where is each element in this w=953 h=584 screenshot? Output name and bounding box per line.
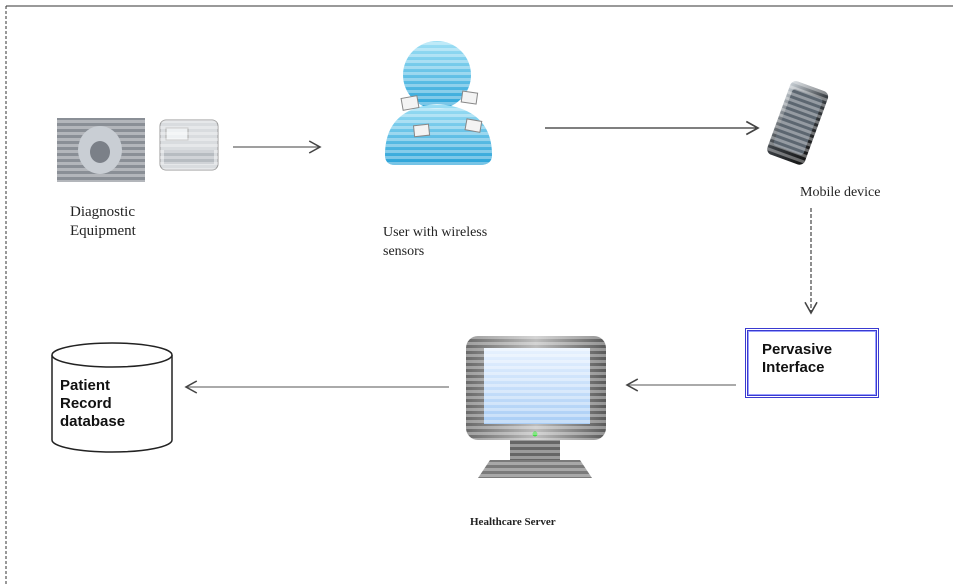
- user-sensors-label: User with wireless sensors: [383, 225, 488, 259]
- user-sensors-icon: [385, 41, 492, 165]
- patient-database-label: Patient Record database: [60, 377, 126, 430]
- mobile-device-label: Mobile device: [800, 185, 881, 200]
- pervasive-interface-box: Pervasive Interface: [745, 328, 879, 398]
- database-cylinder-icon: [51, 342, 173, 453]
- diagnostic-equipment-label: Diagnostic Equipment: [70, 204, 136, 239]
- healthcare-server-label: Healthcare Server: [470, 516, 556, 528]
- mobile-device-icon: [767, 81, 829, 165]
- healthcare-server-icon: [466, 336, 606, 478]
- pervasive-interface-label: Pervasive Interface: [762, 341, 833, 376]
- diagnostic-equipment-icon: [57, 118, 219, 182]
